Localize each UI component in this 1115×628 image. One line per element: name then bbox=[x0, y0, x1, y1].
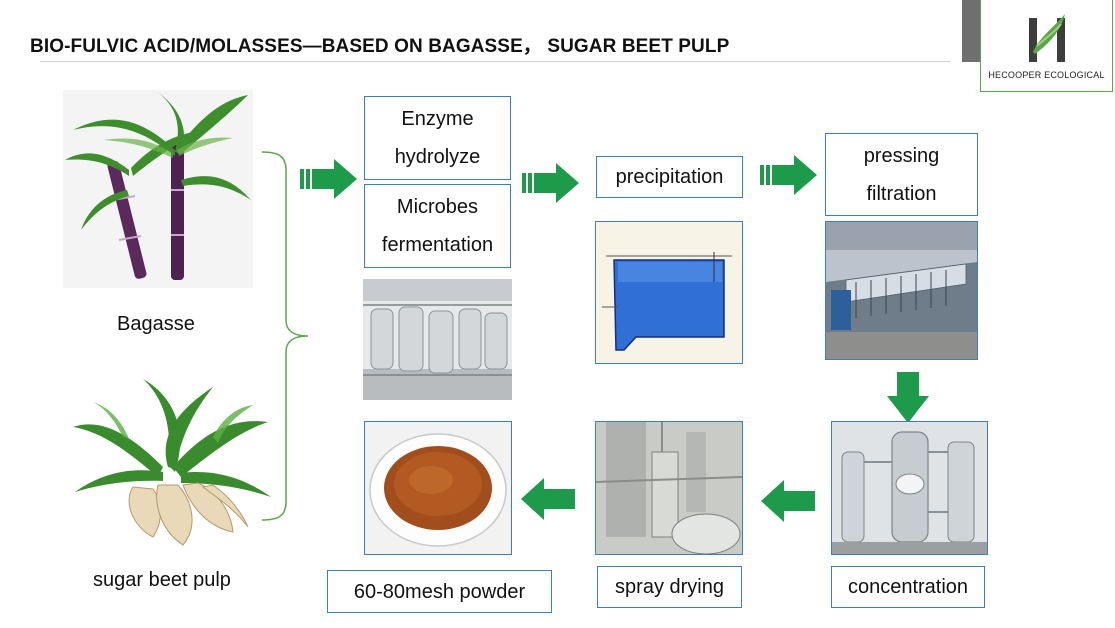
arrow-right-icon bbox=[300, 159, 357, 199]
pressing-line1: pressing bbox=[863, 144, 940, 167]
concentration-box: concentration bbox=[831, 566, 985, 608]
bagasse-label: Bagasse bbox=[117, 313, 195, 335]
enzyme-line1: Enzyme bbox=[401, 108, 474, 130]
filter-press-image bbox=[825, 221, 978, 360]
enzyme-line2: hydrolyze bbox=[394, 146, 481, 168]
powder-box: 60-80mesh powder bbox=[327, 570, 552, 613]
beet-label: sugar beet pulp bbox=[93, 569, 231, 591]
title-divider bbox=[40, 61, 950, 62]
sugar-beet-image bbox=[63, 377, 275, 547]
company-logo: HECOOPER ECOLOGICAL bbox=[980, 0, 1113, 92]
precipitation-label: precipitation bbox=[615, 166, 724, 188]
evaporator-image bbox=[831, 421, 988, 555]
fermentation-tanks-image bbox=[363, 279, 512, 400]
spray-drying-box: spray drying bbox=[597, 566, 742, 608]
arrow-right-icon bbox=[760, 155, 817, 195]
powder-label: 60-80mesh powder bbox=[353, 580, 526, 603]
hecooper-logo-icon bbox=[1029, 14, 1065, 62]
bagasse-sugarcane-image bbox=[63, 90, 253, 288]
microbes-fermentation-box: Microbes fermentation bbox=[364, 184, 511, 268]
brace-icon bbox=[261, 151, 309, 521]
powder-bowl-image bbox=[364, 421, 512, 555]
slide-title: BIO-FULVIC ACID/MOLASSES—BASED ON BAGASS… bbox=[30, 36, 730, 57]
precipitation-tank-diagram bbox=[595, 221, 743, 364]
enzyme-hydrolyze-box: Enzyme hydrolyze bbox=[364, 96, 511, 180]
arrow-left-icon bbox=[761, 480, 815, 522]
microbes-line1: Microbes bbox=[396, 196, 479, 218]
precipitation-box: precipitation bbox=[596, 156, 743, 198]
spray-dryer-image bbox=[595, 421, 743, 555]
spray-drying-label: spray drying bbox=[615, 576, 724, 598]
header-accent-bar bbox=[962, 0, 980, 62]
logo-text: HECOOPER ECOLOGICAL bbox=[988, 70, 1105, 80]
microbes-line2: fermentation bbox=[381, 234, 494, 256]
concentration-label: concentration bbox=[847, 576, 969, 598]
pressing-line2: filtration bbox=[866, 182, 937, 205]
arrow-left-icon bbox=[521, 478, 575, 520]
pressing-filtration-box: pressing filtration bbox=[825, 133, 978, 216]
arrow-down-icon bbox=[887, 372, 929, 423]
arrow-right-icon bbox=[522, 163, 579, 203]
